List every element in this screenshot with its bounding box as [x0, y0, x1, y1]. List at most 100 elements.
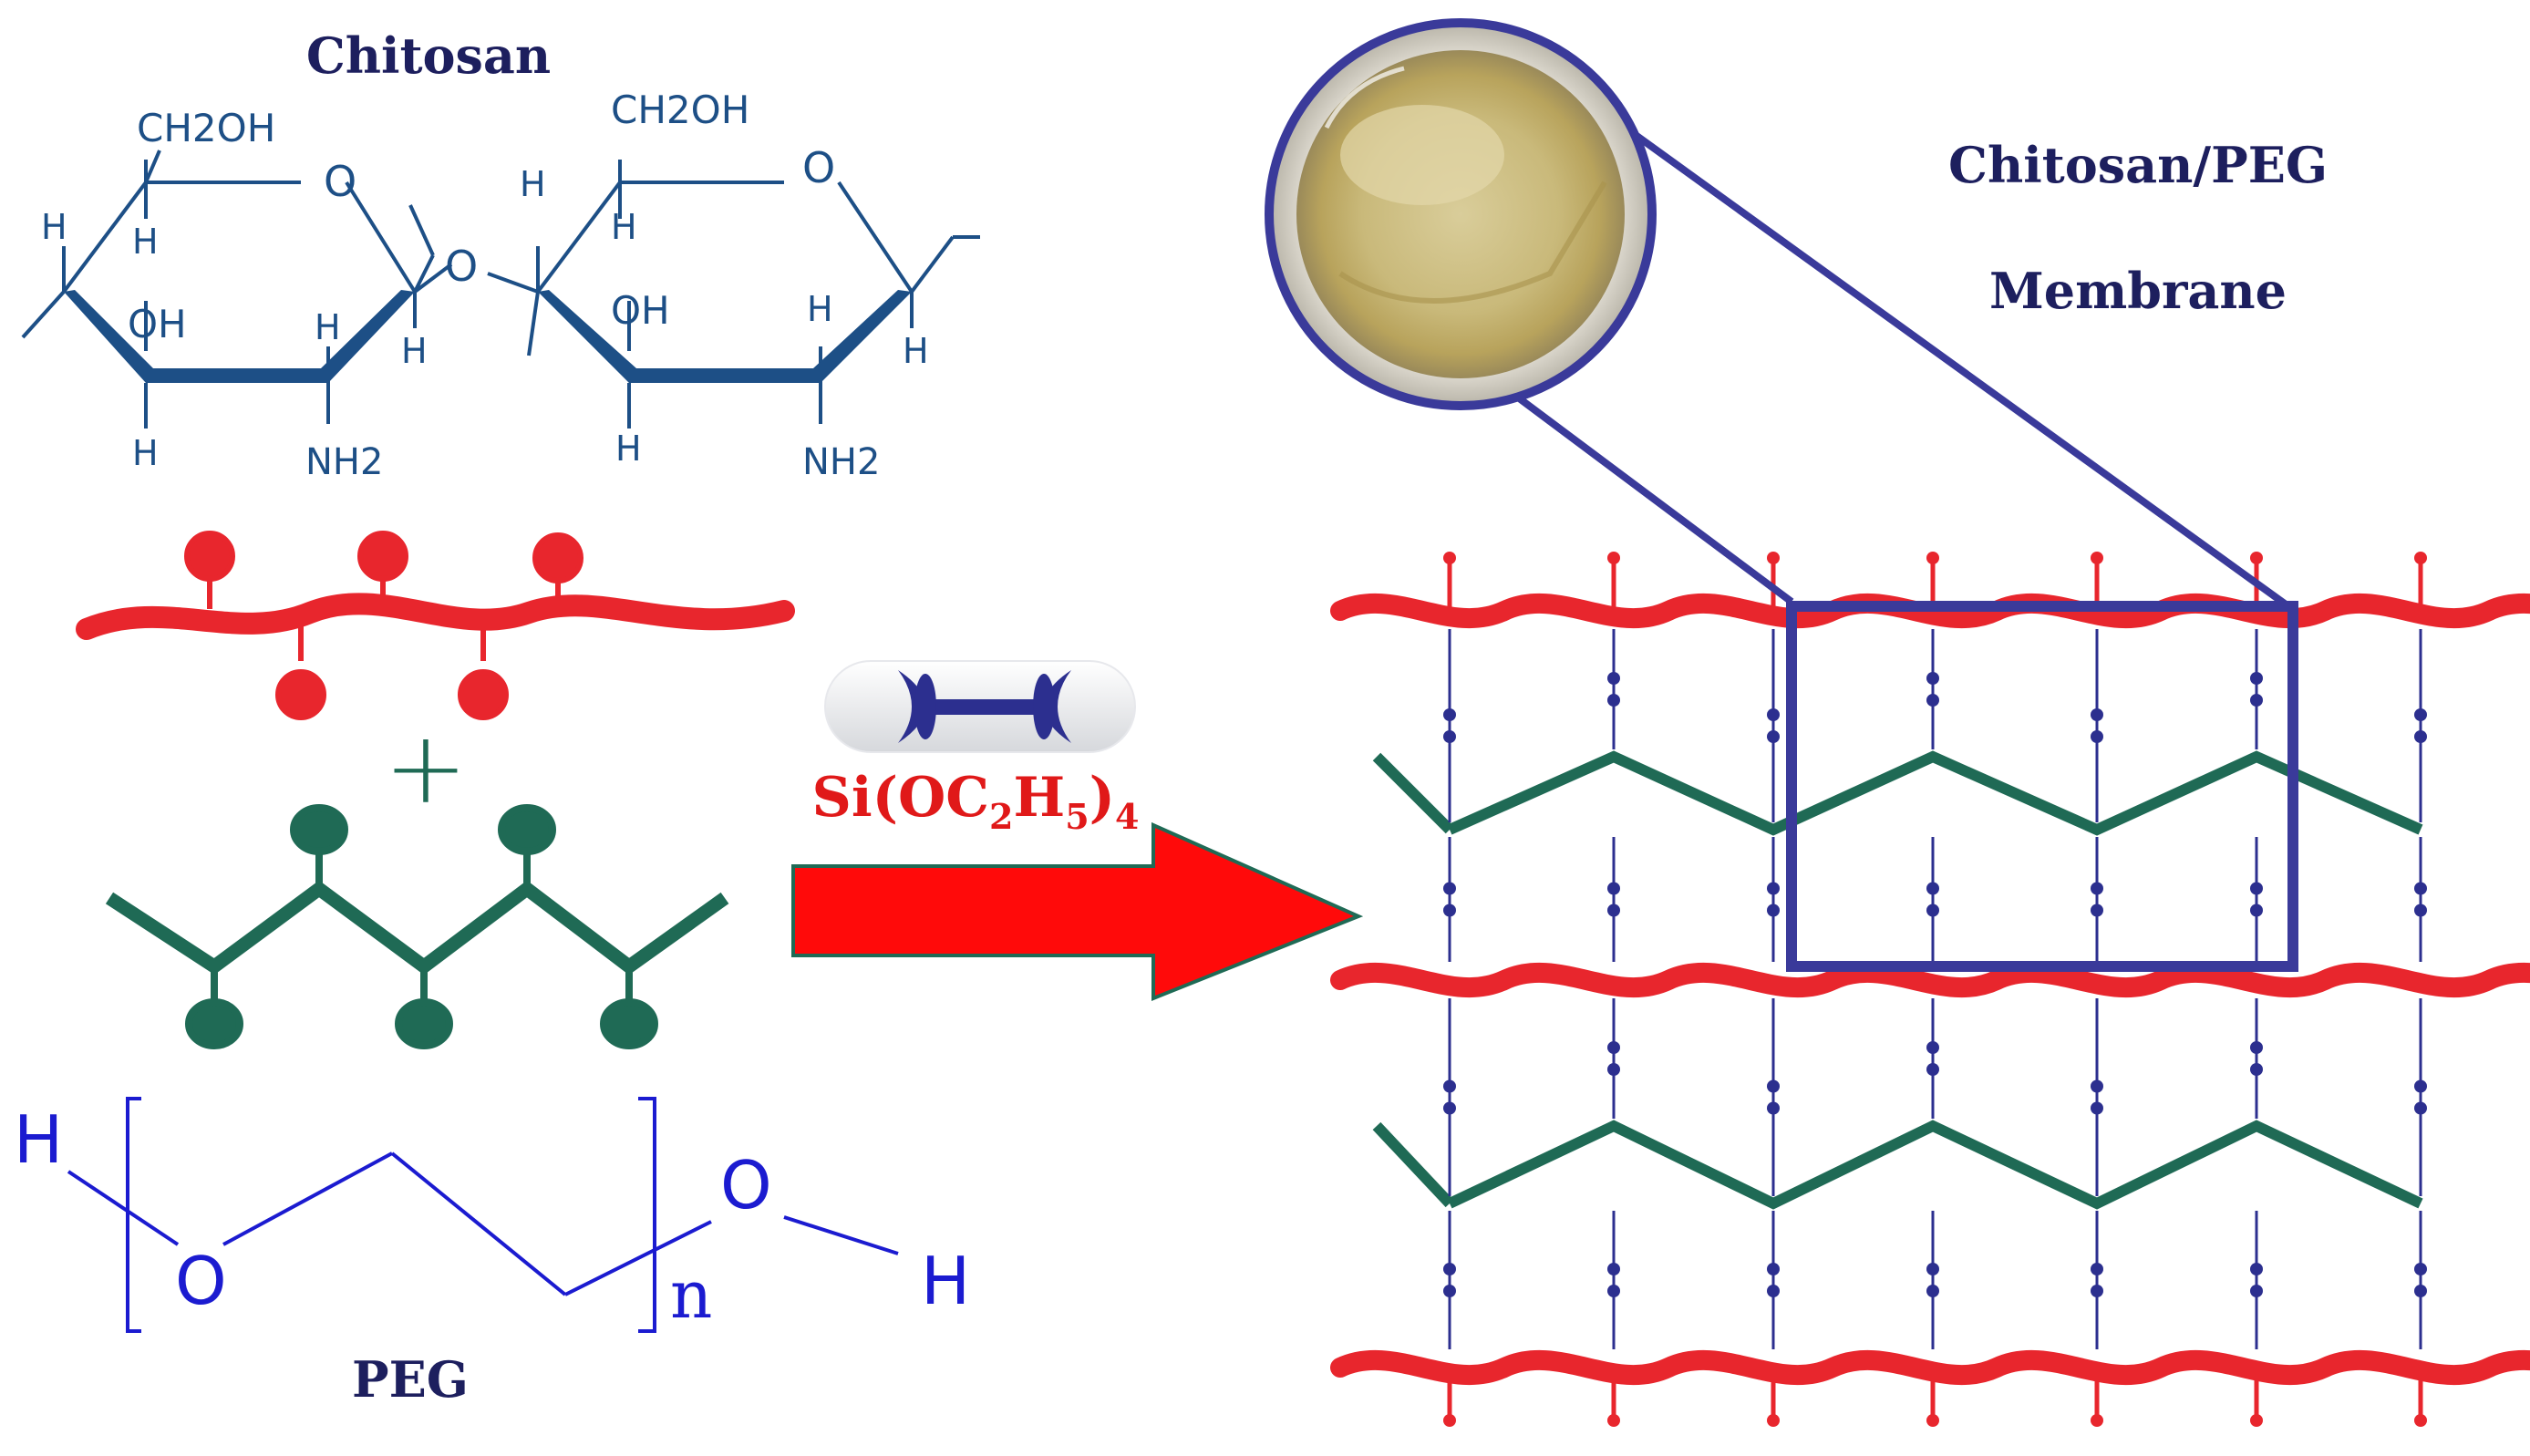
network-crosslink-node-a [2414, 708, 2427, 721]
membrane-photo-icon [1265, 18, 1657, 410]
network-crosslink-node-a [2091, 1079, 2103, 1093]
network-crosslink-node-b [1767, 1101, 1780, 1115]
network-chitosan-pendant-tip [2414, 552, 2427, 564]
network-crosslink-node-b [2091, 1101, 2103, 1115]
network-crosslink-node-a [1767, 1263, 1780, 1275]
network-crosslink-node-b [2414, 1101, 2427, 1115]
network-peg-chain-end [1372, 1121, 1454, 1208]
network-crosslink-node-a [1443, 882, 1456, 895]
peg-structure: H O n O H PEG [14, 1097, 970, 1409]
network-crosslink-node-b [1926, 904, 1939, 917]
network-chitosan-pendant-tip [2091, 552, 2103, 564]
network-crosslink-node-a [2091, 708, 2103, 721]
network-crosslink-node-a [1607, 672, 1620, 685]
network-peg-chain [1447, 750, 2423, 836]
network-crosslink-node-b [2414, 1285, 2427, 1297]
chitosan-ring-2-h-right: H [903, 331, 929, 371]
peg-o-right: O [720, 1147, 772, 1224]
peg-o-left: O [175, 1243, 227, 1319]
network-chitosan-pendant-tip [1607, 1414, 1620, 1427]
membrane-network [1330, 552, 2530, 1427]
network-crosslink-node-a [1767, 882, 1780, 895]
network-crosslink-node-a [2414, 1079, 2427, 1093]
network-peg-chain-end [1372, 752, 1454, 834]
network-crosslink-node-a [2414, 882, 2427, 895]
network-crosslink-node-a [1926, 882, 1939, 895]
network-crosslink-node-b [1607, 904, 1620, 917]
plus-sign: + [384, 709, 468, 826]
network-chitosan-pendant-tip [1767, 552, 1780, 564]
network-chitosan-pendant-tip [1926, 1414, 1939, 1427]
chitosan-ring-2-h-mid: H [807, 289, 833, 329]
network-crosslink-node-b [1607, 1063, 1620, 1076]
network-crosslink-node-b [2091, 730, 2103, 743]
network-crosslink-node-b [2414, 730, 2427, 743]
network-crosslink-node-b [1443, 730, 1456, 743]
chitosan-ring-1-nh2: NH2 [305, 441, 383, 483]
network-crosslink-node-a [2250, 1041, 2263, 1054]
network-chitosan-chain [1330, 962, 2530, 998]
network-crosslink-node-b [1926, 694, 1939, 707]
chitosan-ring-2-h-left: H [520, 164, 546, 204]
network-chitosan-pendant-tip [2250, 552, 2263, 564]
chitosan-ring-2-oh: OH [611, 288, 670, 333]
network-chitosan-pendant-tip [1607, 552, 1620, 564]
network-chitosan-pendant-tip [1443, 552, 1456, 564]
peg-title: PEG [352, 1350, 469, 1409]
network-chitosan-pendant-tip [2414, 1414, 2427, 1427]
chitosan-ring-1-ch2oh: CH2OH [137, 106, 275, 150]
chitosan-bridge-oxygen: O [445, 242, 478, 291]
network-crosslink-node-b [2091, 904, 2103, 917]
chitosan-ring-2-bonds [487, 160, 980, 429]
chitosan-ring-1-h-right: H [401, 331, 428, 371]
network-chitosan-pendant-tip [2091, 1414, 2103, 1427]
network-crosslink-node-a [2091, 1263, 2103, 1275]
network-crosslink-node-b [1443, 1101, 1456, 1115]
chitosan-ring-2-oxygen: O [802, 143, 835, 192]
chitosan-title: Chitosan [306, 26, 551, 85]
network-crosslink-node-a [1767, 1079, 1780, 1093]
network-crosslink-node-a [1926, 672, 1939, 685]
chitosan-ring-2-h-top: H [611, 207, 637, 247]
network-crosslink-node-b [1607, 694, 1620, 707]
network-crosslink-node-b [1607, 1285, 1620, 1297]
network-crosslink-node-b [2250, 1285, 2263, 1297]
network-crosslink-node-a [2091, 882, 2103, 895]
chitosan-structure: Chitosan [21, 26, 980, 483]
network-crosslink-node-b [1926, 1285, 1939, 1297]
network-crosslink-node-b [2250, 904, 2263, 917]
network-crosslink-node-a [1443, 1263, 1456, 1275]
network-crosslink-node-a [1607, 882, 1620, 895]
peg-h-right: H [921, 1243, 970, 1319]
network-crosslink-node-a [1767, 708, 1780, 721]
network-crosslink-node-b [1926, 1063, 1939, 1076]
network-crosslink-node-b [1443, 1285, 1456, 1297]
network-crosslink-node-b [1767, 730, 1780, 743]
network-crosslink-node-b [2250, 1063, 2263, 1076]
chitosan-ring-1-bonds [21, 150, 453, 429]
network-crosslink-node-b [2091, 1285, 2103, 1297]
peg-chain-icon [105, 804, 729, 1049]
network-peg-chain [1447, 1120, 2423, 1210]
membrane-title-line2: Membrane [1989, 262, 2287, 320]
peg-h-left: H [14, 1101, 63, 1178]
network-crosslink-node-a [2250, 1263, 2263, 1275]
network-crosslink-node-a [1443, 708, 1456, 721]
peg-repeat-n: n [670, 1256, 712, 1333]
chitosan-ring-1-wedge [64, 290, 415, 383]
network-crosslink-node-a [2250, 882, 2263, 895]
reaction-arrow-icon [791, 821, 1364, 1001]
network-crosslink-node-a [2250, 672, 2263, 685]
network-chitosan-pendant-tip [2250, 1414, 2263, 1427]
network-crosslink-node-b [1767, 904, 1780, 917]
chitosan-ring-2-nh2: NH2 [802, 441, 880, 483]
chitosan-ring-1-h-mid: H [315, 307, 341, 347]
chitosan-ring-1-h-left: H [41, 207, 67, 247]
network-chitosan-chain [1330, 1349, 2530, 1386]
network-chitosan-pendant-tip [1767, 1414, 1780, 1427]
network-crosslink-node-a [1443, 1079, 1456, 1093]
network-crosslink-node-a [1926, 1263, 1939, 1275]
network-chitosan-pendant-tip [1926, 552, 1939, 564]
network-crosslink-node-b [1443, 904, 1456, 917]
